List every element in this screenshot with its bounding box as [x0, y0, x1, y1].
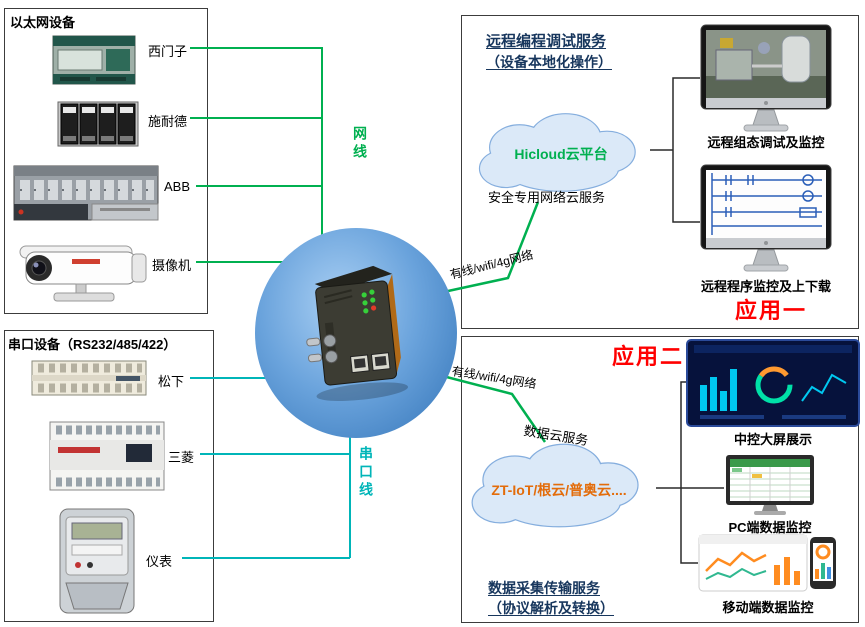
label-schneider: 施耐德	[148, 114, 188, 129]
app1-box	[461, 15, 859, 329]
label-siemens: 西门子	[148, 44, 188, 59]
cloud-shape-icon	[478, 113, 636, 192]
app2-box	[461, 336, 859, 623]
serial-box-title: 串口设备（RS232/485/422）	[8, 337, 177, 352]
app2-service-subtitle: （协议解析及转换）	[488, 600, 614, 616]
app1-service-subtitle: （设备本地化操作）	[486, 54, 612, 70]
pc-monitor-image	[724, 453, 816, 522]
app2-output1-label: 中控大屏展示	[733, 432, 812, 447]
monitor-scada-image	[700, 24, 832, 139]
panasonic-plc-image	[30, 356, 148, 405]
schneider-plc-image	[56, 94, 140, 159]
app1-service-title: 远程编程调试服务	[486, 33, 607, 50]
label-abb: ABB	[164, 179, 191, 194]
iot-cloud: ZT-IoT/根云/普奥云....	[458, 436, 660, 534]
app1-cloud-caption: 安全专用网络云服务	[488, 190, 606, 205]
abb-plc-image	[12, 158, 160, 231]
iot-cloud-label: ZT-IoT/根云/普奥云....	[491, 482, 627, 498]
hicloud-cloud-label: Hicloud云平台	[514, 146, 608, 162]
mobile-dashboard-image	[698, 531, 838, 600]
ethernet-cable-label: 网线	[352, 126, 368, 162]
ethernet-devices-box	[4, 8, 208, 314]
siemens-plc-image	[50, 30, 138, 95]
serial-cable-label: 串口线	[358, 446, 374, 500]
hicloud-cloud: Hicloud云平台	[466, 106, 656, 198]
app2-output3-label: 移动端数据监控	[722, 600, 814, 615]
serial-devices-box	[4, 330, 214, 622]
camera-image	[12, 230, 154, 313]
meter-image	[56, 505, 138, 622]
label-panasonic: 松下	[158, 374, 185, 389]
label-camera: 摄像机	[152, 258, 192, 273]
app2-output2-label: PC端数据监控	[728, 520, 812, 535]
gateway-device-image	[306, 265, 409, 401]
cloud-shape-icon	[471, 443, 639, 528]
app2-service-title: 数据采集传输服务	[488, 580, 600, 596]
gateway-hub-ellipse	[255, 228, 457, 438]
app1-output1-label: 远程组态调试及监控	[707, 135, 825, 150]
app2-badge: 应用二	[612, 344, 685, 369]
label-mitsubishi: 三菱	[168, 450, 195, 465]
mitsubishi-plc-image	[48, 416, 166, 501]
app1-output2-label: 远程程序监控及上下载	[700, 279, 831, 294]
app1-badge: 应用一	[735, 298, 808, 323]
ethernet-box-title: 以太网设备	[10, 15, 76, 30]
label-meter: 仪表	[146, 554, 173, 569]
bigscreen-dashboard-image	[686, 339, 860, 432]
monitor-ladder-image	[700, 164, 832, 279]
